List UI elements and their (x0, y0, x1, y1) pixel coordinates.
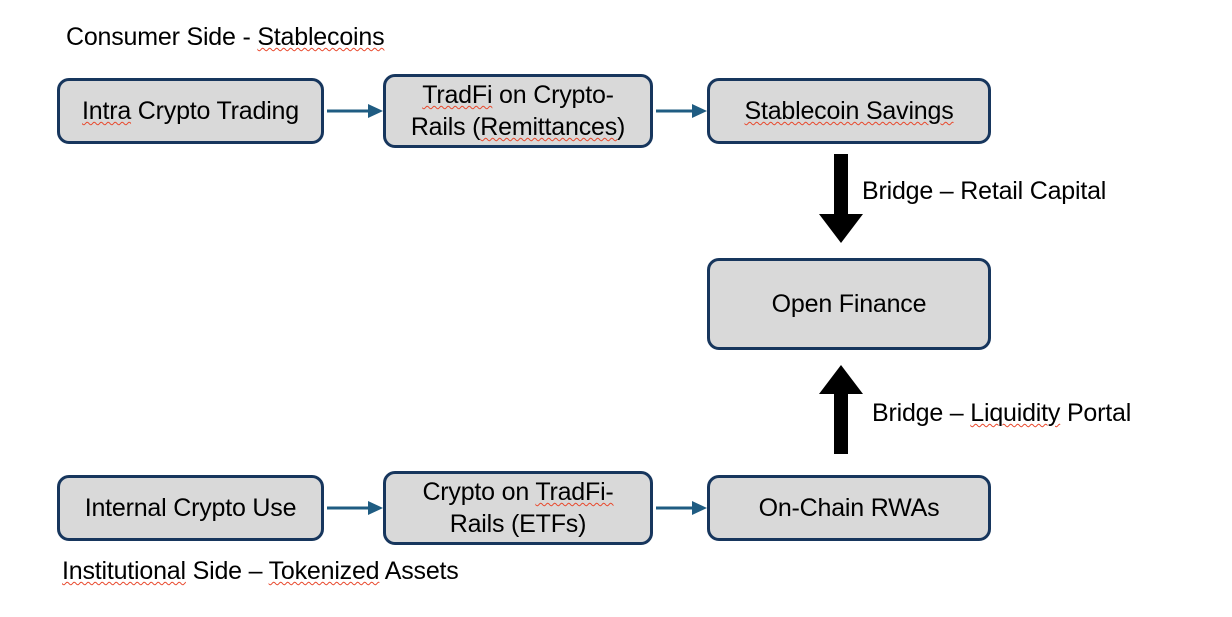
node-intra-crypto-trading[interactable]: Intra Crypto Trading (57, 78, 324, 144)
bridge-label-plain: Bridge – (872, 399, 971, 427)
node-open-finance[interactable]: Open Finance (707, 258, 991, 350)
bridge-label-tail: Portal (1060, 399, 1132, 427)
connector-arrow-intra-to-tradfi (327, 104, 383, 118)
node-label: Stablecoin Savings (744, 97, 954, 125)
node-label: Crypto on TradFi-Rails (ETFs) (422, 478, 614, 538)
bridge-arrow-down-icon (819, 154, 863, 243)
connector-arrow-internal-to-crypto-tradfi (327, 501, 383, 515)
caption-bottom-plain-1: Side – (185, 557, 269, 585)
connector-arrow-crypto-tradfi-to-onchain-rwas (656, 501, 707, 515)
node-tradfi-on-crypto-rails[interactable]: TradFi on Crypto-Rails (Remittances) (383, 74, 653, 148)
caption-top-flagged: Stablecoins (257, 23, 385, 51)
consumer-side-caption: Consumer Side - Stablecoins (66, 22, 385, 52)
bridge-retail-capital-label: Bridge – Retail Capital (862, 177, 1107, 205)
node-label: TradFi on Crypto-Rails (Remittances) (410, 81, 626, 141)
node-stablecoin-savings[interactable]: Stablecoin Savings (707, 78, 991, 144)
caption-bottom-flagged-2: Tokenized (268, 557, 380, 585)
node-crypto-on-tradfi-rails[interactable]: Crypto on TradFi-Rails (ETFs) (383, 471, 653, 545)
node-label: Internal Crypto Use (84, 494, 297, 522)
node-onchain-rwas[interactable]: On-Chain RWAs (707, 475, 991, 541)
caption-top-plain: Consumer Side - (66, 23, 258, 51)
connector-arrow-tradfi-to-stablecoin-savings (656, 104, 707, 118)
caption-bottom-flagged-1: Institutional (62, 557, 186, 585)
node-label: Open Finance (771, 290, 927, 318)
node-label: Intra Crypto Trading (82, 97, 299, 125)
caption-bottom-plain-2: Assets (379, 557, 459, 585)
bridge-arrow-up-icon (819, 365, 863, 454)
institutional-side-caption: Institutional Side – Tokenized Assets (62, 556, 459, 586)
bridge-liquidity-portal-label: Bridge – Liquidity Portal (872, 398, 1131, 428)
node-internal-crypto-use[interactable]: Internal Crypto Use (57, 475, 324, 541)
node-label: On-Chain RWAs (758, 494, 940, 522)
bridge-label-flagged: Liquidity (970, 399, 1061, 427)
